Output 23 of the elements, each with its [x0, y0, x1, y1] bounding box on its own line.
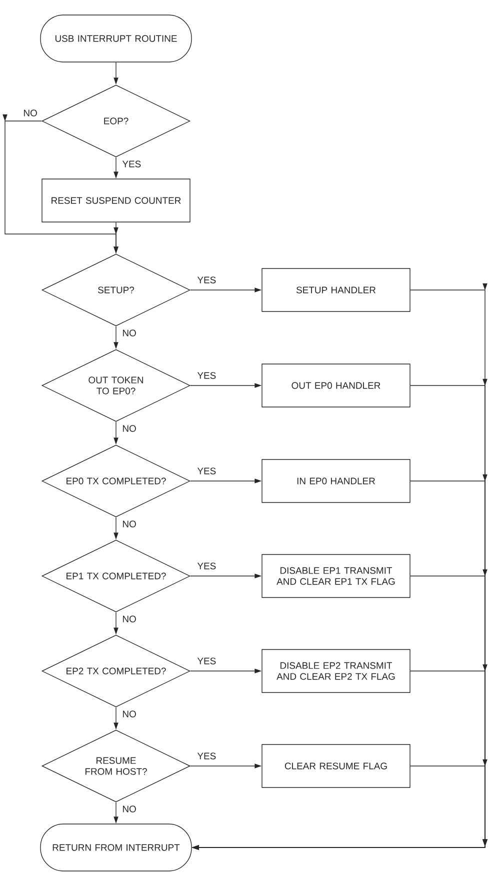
- edge-label: YES: [196, 466, 218, 476]
- edge-label: YES: [196, 752, 218, 760]
- rounded-terminal: USB INTERRUPT ROUTINE: [40, 14, 192, 62]
- process-box: OUT EP0 HANDLER: [262, 364, 410, 408]
- edge-label: NO: [121, 804, 138, 814]
- edge-label: NO: [121, 614, 138, 624]
- edge-label: YES: [196, 656, 218, 666]
- process-box: DISABLE EP2 TRANSMIT AND CLEAR EP2 TX FLAG: [262, 649, 410, 693]
- edge-label: YES: [121, 160, 142, 168]
- edge-label: NO: [121, 710, 138, 718]
- process-box: RESET SUSPEND COUNTER: [42, 178, 190, 222]
- edge-label: YES: [196, 562, 218, 570]
- edge-label: YES: [196, 276, 218, 284]
- edge-label: NO: [121, 520, 138, 528]
- process-box: SETUP HANDLER: [262, 268, 410, 312]
- process-box: IN EP0 HANDLER: [262, 459, 410, 503]
- edge-label: NO: [121, 424, 138, 433]
- edge-label: YES: [196, 371, 218, 380]
- edge-label: NO: [121, 328, 138, 338]
- process-box: DISABLE EP1 TRANSMIT AND CLEAR EP1 TX FLAG: [262, 554, 410, 598]
- process-box: CLEAR RESUME FLAG: [262, 744, 410, 788]
- rounded-terminal: RETURN FROM INTERRUPT: [40, 824, 192, 872]
- edge-label: NO: [22, 108, 38, 118]
